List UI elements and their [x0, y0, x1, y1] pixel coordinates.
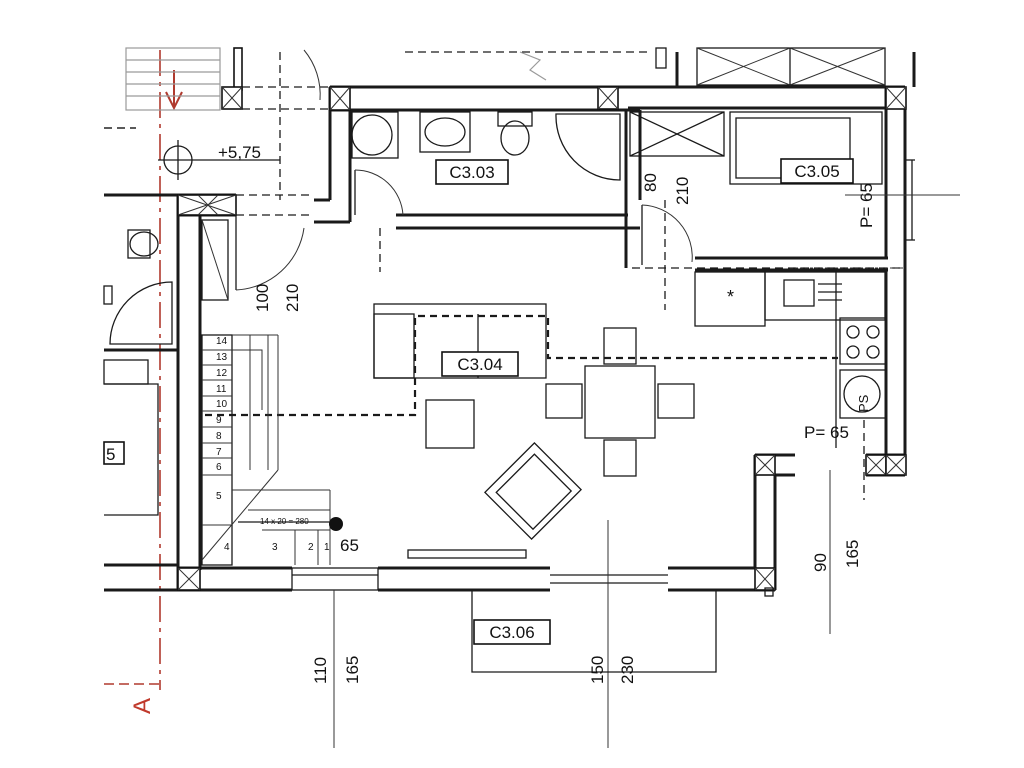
room-label-c304: C3.04 — [457, 355, 502, 374]
room-c305: C3.05 80 210 P= 65 — [629, 111, 960, 265]
level-label: +5,75 — [218, 143, 261, 162]
dim-65-stair: 65 — [340, 536, 359, 555]
dim-p65-top: P= 65 — [857, 183, 876, 228]
balcony-c306: C3.06 — [471, 587, 774, 673]
section-marker-label: A — [129, 698, 156, 714]
dim-80: 80 — [641, 173, 660, 192]
dim-210-left: 210 — [283, 284, 302, 312]
structural-columns — [177, 86, 907, 591]
dim-165-bottom: 165 — [343, 656, 362, 684]
stair-formula: 14 x 20 = 280 — [260, 517, 309, 526]
neighbour-left: 5 — [103, 229, 173, 516]
armchair — [483, 441, 583, 541]
step-3: 3 — [272, 542, 278, 553]
dashed-overhead-lines — [104, 51, 905, 500]
neighbour-top-right — [519, 47, 886, 86]
dim-210-top: 210 — [673, 177, 692, 205]
step-4: 4 — [224, 542, 230, 553]
walls — [104, 52, 916, 592]
step-14: 14 — [216, 336, 228, 347]
entrance-door: 100 210 — [201, 49, 321, 312]
room-label-c303: C3.03 — [449, 163, 494, 182]
step-2: 2 — [308, 542, 314, 553]
dim-165-right: 165 — [843, 540, 862, 568]
room-label-c306: C3.06 — [489, 623, 534, 642]
step-8: 8 — [216, 431, 222, 442]
dim-90: 90 — [811, 553, 830, 572]
kitchen: * PS P= 65 — [694, 267, 905, 448]
room-label-side: 5 — [106, 445, 115, 464]
room-label-c305: C3.05 — [794, 162, 839, 181]
dim-230: 230 — [618, 656, 637, 684]
step-1: 1 — [324, 542, 330, 553]
step-9: 9 — [216, 415, 222, 426]
bathroom-c303: C3.03 — [351, 111, 621, 216]
dimensions: 110 165 150 230 90 165 — [311, 470, 862, 748]
dim-100: 100 — [253, 284, 272, 312]
dim-150: 150 — [588, 656, 607, 684]
step-12: 12 — [216, 368, 228, 379]
level-marker: +5,75 — [158, 140, 280, 180]
section-axis: A — [104, 50, 183, 714]
living-room-c304: C3.04 — [205, 303, 838, 748]
shaft-label: PS — [856, 394, 871, 412]
step-10: 10 — [216, 399, 228, 410]
step-7: 7 — [216, 447, 222, 458]
stair: 14 13 12 11 10 9 8 7 6 5 4 3 2 1 14 x 20… — [201, 334, 359, 566]
step-11: 11 — [216, 384, 227, 395]
dim-p65-right: P= 65 — [804, 423, 849, 442]
kitchen-symbol: * — [727, 287, 734, 307]
dim-110: 110 — [311, 657, 330, 684]
step-6: 6 — [216, 462, 222, 473]
step-13: 13 — [216, 352, 228, 363]
step-5: 5 — [216, 491, 222, 502]
